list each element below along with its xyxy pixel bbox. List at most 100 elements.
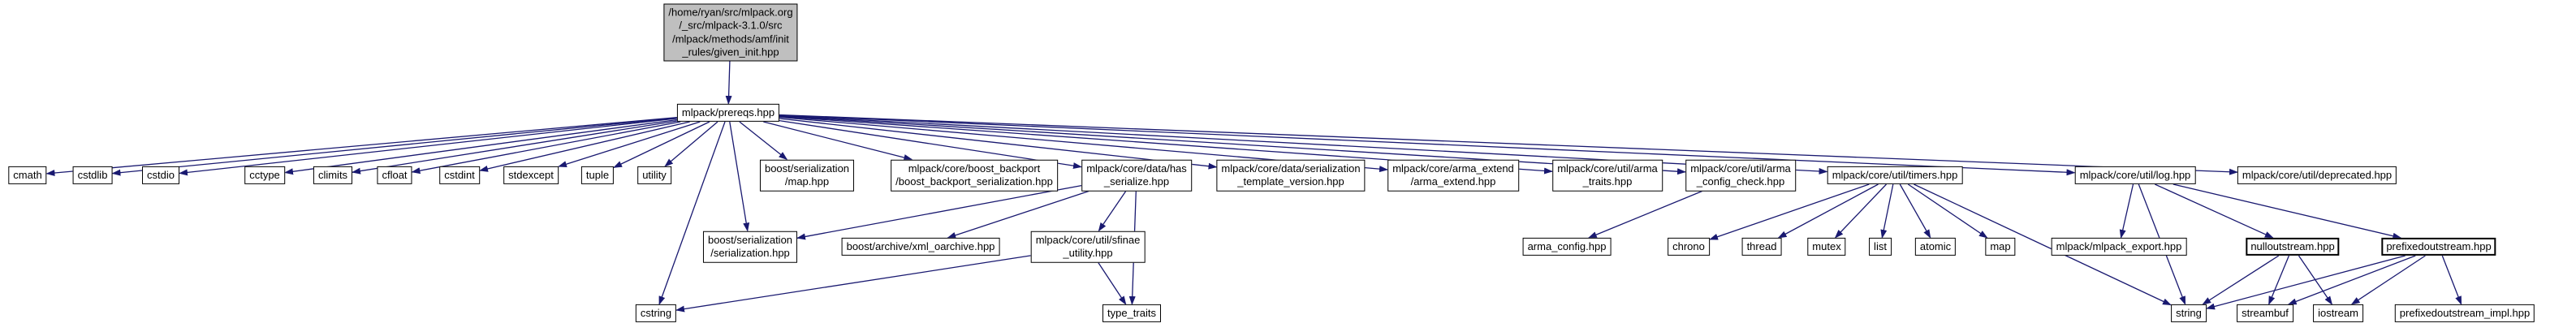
include-edge-timers--thread	[1777, 183, 1879, 239]
node-label-line: mlpack/mlpack_export.hpp	[2056, 239, 2182, 252]
include-edge-prereqs--log	[779, 114, 2076, 176]
graph-node-prefixedoutstream_impl[interactable]: prefixedoutstream_impl.hpp	[2394, 304, 2535, 323]
include-edge-prereqs--has_serialize	[779, 119, 1082, 170]
node-label-line: /_src/mlpack-3.1.0/src	[679, 19, 783, 32]
include-edge-timers--mutex	[1834, 183, 1887, 239]
node-label-line: cfloat	[382, 168, 408, 181]
graph-node-chrono: chrono	[1668, 237, 1710, 257]
include-edge-has_serialize--sfinae	[1098, 191, 1127, 232]
include-edge-prefixedoutstream--prefixedoutstream_impl	[2441, 255, 2462, 305]
node-label-line: mlpack/core/util/arma	[1690, 162, 1791, 175]
include-edge-sfinae--type_traits	[1098, 262, 1127, 305]
graph-node-prefixedoutstream[interactable]: prefixedoutstream.hpp	[2381, 237, 2496, 257]
include-edge-sfinae--cstring	[675, 255, 1031, 313]
graph-node-arma_extend[interactable]: mlpack/core/arma_extend/arma_extend.hpp	[1387, 159, 1519, 192]
node-label-line: _template_version.hpp	[1237, 175, 1344, 188]
node-label-line: mlpack/core/util/arma	[1557, 162, 1658, 175]
graph-node-climits: climits	[313, 166, 353, 185]
graph-node-boost_serialization: boost/serialization/serialization.hpp	[702, 231, 798, 263]
graph-node-mutex: mutex	[1807, 237, 1846, 257]
node-label-line: list	[1874, 239, 1887, 252]
include-edge-prefixedoutstream--iostream	[2350, 255, 2426, 305]
graph-node-stdexcept: stdexcept	[503, 166, 559, 185]
node-label-line: prefixedoutstream_impl.hpp	[2399, 306, 2531, 319]
node-label-line: type_traits	[1107, 306, 1156, 319]
include-edge-prereqs--cstdint	[479, 121, 690, 172]
node-label-line: mlpack/core/util/deprecated.hpp	[2242, 168, 2393, 181]
node-label-line: atomic	[1919, 239, 1952, 252]
node-label-line: string	[2176, 306, 2202, 319]
node-label-line: map	[1990, 239, 2011, 252]
graph-node-cfloat: cfloat	[377, 166, 412, 185]
include-edge-has_serialize--xml_oarchive	[947, 190, 1090, 239]
include-edge-timers--string	[1914, 183, 2172, 306]
include-edge-prefixedoutstream--string	[2206, 255, 2406, 310]
node-label-line: climits	[317, 168, 348, 181]
node-label-line: _traits.hpp	[1582, 175, 1633, 188]
node-label-line: mlpack/core/data/has	[1086, 162, 1187, 175]
include-edge-arma_config_check--arma_config	[1587, 190, 1702, 239]
graph-node-mlpack_export[interactable]: mlpack/mlpack_export.hpp	[2051, 237, 2187, 257]
include-edge-prereqs--climits	[352, 120, 678, 175]
node-label-line: boost/archive/xml_oarchive.hpp	[846, 239, 995, 252]
include-edge-prereqs--cstdlib	[111, 117, 678, 176]
graph-node-given_init: /home/ryan/src/mlpack.org/_src/mlpack-3.…	[663, 3, 798, 62]
node-label-line: cstdio	[147, 168, 175, 181]
graph-node-arma_config[interactable]: arma_config.hpp	[1522, 237, 1612, 257]
include-edge-nulloutstream--string	[2202, 255, 2280, 305]
node-label-line: _rules/given_init.hpp	[682, 45, 779, 58]
graph-node-utility: utility	[637, 166, 671, 185]
include-edge-prereqs--deprecated	[779, 114, 2238, 175]
graph-node-log[interactable]: mlpack/core/util/log.hpp	[2074, 166, 2196, 185]
include-edge-prereqs--cstdio	[179, 118, 678, 176]
graph-node-arma_config_check[interactable]: mlpack/core/util/arma_config_check.hpp	[1685, 159, 1796, 192]
include-edge-log--prefixedoutstream	[2173, 183, 2402, 239]
node-label-line: mlpack/core/boost_backport	[908, 162, 1041, 175]
node-label-line: mutex	[1812, 239, 1841, 252]
graph-node-thread: thread	[1741, 237, 1782, 257]
include-edge-prereqs--utility	[664, 121, 718, 167]
node-label-line: nulloutstream.hpp	[2250, 239, 2335, 252]
node-label-line: _serialize.hpp	[1103, 175, 1170, 188]
graph-node-has_serialize[interactable]: mlpack/core/data/has_serialize.hpp	[1081, 159, 1192, 192]
node-label-line: mlpack/core/data/serialization	[1221, 162, 1361, 175]
node-label-line: thread	[1746, 239, 1777, 252]
graph-node-sfinae[interactable]: mlpack/core/util/sfinae_utility.hpp	[1030, 231, 1146, 263]
include-edge-prereqs--cctype	[284, 119, 678, 175]
node-label-line: stdexcept	[508, 168, 554, 181]
include-edge-nulloutstream--streambuf	[2267, 255, 2290, 305]
graph-node-string: string	[2171, 304, 2207, 323]
graph-node-timers[interactable]: mlpack/core/util/timers.hpp	[1827, 166, 1963, 185]
graph-node-boost_backport[interactable]: mlpack/core/boost_backport/boost_backpor…	[891, 159, 1058, 192]
include-edge-timers--list	[1880, 183, 1894, 239]
node-label-line: /mlpack/methods/amf/init	[672, 32, 789, 45]
node-label-line: /home/ryan/src/mlpack.org	[668, 6, 793, 19]
include-edge-has_serialize--boost_serialization	[796, 184, 1082, 240]
node-label-line: prefixedoutstream.hpp	[2386, 239, 2492, 252]
graph-node-cstdint: cstdint	[439, 166, 480, 185]
graph-node-cstring: cstring	[635, 304, 677, 323]
include-edge-timers--atomic	[1899, 183, 1931, 239]
node-label-line: _utility.hpp	[1063, 247, 1113, 259]
graph-node-cstdlib: cstdlib	[72, 166, 113, 185]
graph-node-type_traits: type_traits	[1102, 304, 1161, 323]
graph-node-deprecated[interactable]: mlpack/core/util/deprecated.hpp	[2237, 166, 2397, 185]
node-label-line: mlpack/core/arma_extend	[1392, 162, 1514, 175]
include-edge-prereqs--cfloat	[411, 121, 681, 175]
include-edge-prereqs--boost_ser_map	[739, 121, 788, 161]
include-edge-prereqs--ser_template_version	[779, 118, 1218, 170]
include-edge-timers--chrono	[1709, 183, 1870, 240]
graph-node-ser_template_version[interactable]: mlpack/core/data/serialization_template_…	[1216, 159, 1366, 192]
node-label-line: mlpack/core/util/sfinae	[1035, 233, 1141, 246]
graph-node-atomic: atomic	[1914, 237, 1957, 257]
graph-node-cstdio: cstdio	[142, 166, 179, 185]
graph-node-arma_traits[interactable]: mlpack/core/util/arma_traits.hpp	[1552, 159, 1663, 192]
include-edge-log--mlpack_export	[2119, 183, 2134, 239]
graph-node-cctype: cctype	[244, 166, 285, 185]
graph-node-nulloutstream[interactable]: nulloutstream.hpp	[2246, 237, 2340, 257]
node-label-line: /boost_backport_serialization.hpp	[895, 175, 1053, 188]
include-edge-prereqs--arma_config_check	[779, 115, 1686, 175]
graph-node-prereqs[interactable]: mlpack/prereqs.hpp	[676, 103, 780, 123]
